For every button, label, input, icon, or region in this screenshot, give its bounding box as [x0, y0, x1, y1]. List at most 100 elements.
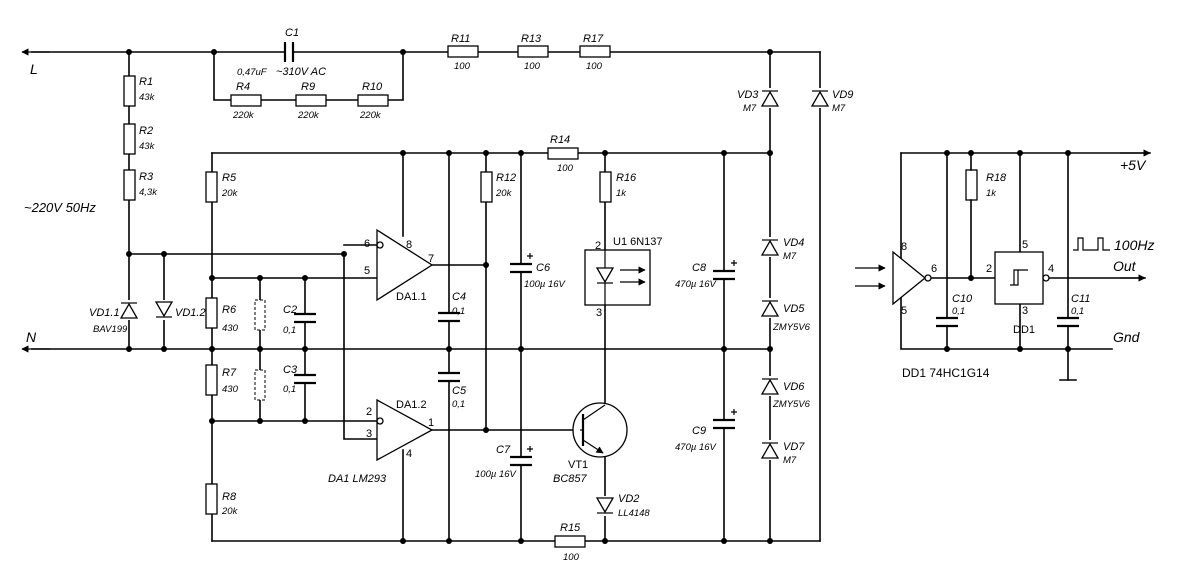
- c8-value: 470µ 16V: [675, 279, 718, 290]
- vd2-name: VD2: [618, 493, 639, 505]
- c5-name: C5: [452, 385, 467, 397]
- transistor-vt1: [572, 402, 628, 458]
- c9-value: 470µ 16V: [675, 442, 718, 453]
- r10-name: R10: [362, 81, 383, 93]
- c11-value: 0,1: [1071, 306, 1084, 317]
- r8-name: R8: [222, 491, 237, 503]
- da1-1-name: DA1.1: [396, 291, 427, 303]
- vd1-1-value: BAV199: [93, 324, 128, 335]
- vd6-value: ZMY5V6: [772, 399, 811, 410]
- r6-name: R6: [222, 304, 237, 316]
- da1-2-pin-c: 1: [428, 417, 434, 429]
- c4-value: 0,1: [452, 306, 465, 317]
- c7-name: C7: [496, 444, 511, 456]
- capacitors: [283, 40, 737, 467]
- c6-name: C6: [536, 262, 551, 274]
- da1-1-pin-b: 5: [364, 265, 370, 277]
- out-label: Out: [1113, 258, 1137, 274]
- r9-value: 220k: [297, 110, 320, 121]
- r14-value: 100: [557, 163, 574, 174]
- r10-value: 220k: [359, 110, 382, 121]
- dd1-pin-a: 2: [986, 263, 992, 275]
- dd1-pin-c: 5: [1022, 239, 1028, 251]
- vd3-name: VD3: [737, 89, 759, 101]
- terminal-arrows: [21, 48, 50, 353]
- c7-value: 100µ 16V: [475, 469, 518, 480]
- c8-name: C8: [692, 262, 707, 274]
- vd9-name: VD9: [832, 89, 853, 101]
- r8-value: 20k: [221, 506, 239, 517]
- r11-name: R11: [451, 33, 470, 45]
- vd1-2-name: VD1.2: [175, 307, 206, 319]
- neutral-label: N: [26, 329, 37, 345]
- r2-value: 43k: [139, 141, 156, 152]
- vd4-value: M7: [783, 251, 797, 262]
- vd7-value: M7: [783, 455, 797, 466]
- c5-value: 0,1: [452, 399, 465, 410]
- c10-name: C10: [952, 293, 973, 305]
- da1-2-pin-a: 2: [366, 406, 372, 418]
- vd5-name: VD5: [783, 303, 805, 315]
- vd1-1-name: VD1.1: [89, 307, 120, 319]
- r16-name: R16: [616, 172, 637, 184]
- resistors: [123, 45, 978, 548]
- r15-value: 100: [563, 552, 580, 563]
- r11-value: 100: [454, 61, 471, 72]
- r5-name: R5: [222, 172, 237, 184]
- c11-name: C11: [1071, 293, 1090, 305]
- vt1-name: VT1: [568, 459, 588, 471]
- freq-label: 100Hz: [1114, 237, 1154, 253]
- c1-name: C1: [285, 27, 299, 39]
- r16-value: 1k: [616, 188, 627, 199]
- vd4-name: VD4: [783, 237, 804, 249]
- rx-pin-b: 6: [931, 263, 937, 275]
- r18-value: 1k: [986, 188, 997, 199]
- da1-1-pin-a: 6: [364, 238, 370, 250]
- r12-value: 20k: [495, 188, 513, 199]
- labels: L N ~220V 50Hz C1 0,47uF ~310V AC R1 43k…: [24, 27, 1154, 563]
- r13-name: R13: [521, 33, 542, 45]
- u1-name: U1 6N137: [613, 236, 663, 248]
- r4-name: R4: [236, 81, 250, 93]
- c3-value: 0,1: [283, 384, 296, 395]
- u1-pin-b: 3: [596, 307, 602, 319]
- r17-value: 100: [586, 61, 603, 72]
- r13-value: 100: [524, 61, 541, 72]
- comparators: [376, 228, 434, 462]
- optocoupler: [584, 249, 651, 306]
- diodes: [119, 88, 830, 516]
- da1-2-name: DA1.2: [396, 399, 427, 411]
- r2-name: R2: [139, 125, 153, 137]
- r6-value: 430: [222, 323, 239, 334]
- vd5-value: ZMY5V6: [772, 322, 811, 333]
- r15-name: R15: [560, 522, 581, 534]
- r12-name: R12: [496, 172, 516, 184]
- vd6-name: VD6: [783, 381, 805, 393]
- r7-value: 430: [222, 384, 239, 395]
- c2-value: 0,1: [283, 325, 296, 336]
- vd7-name: VD7: [783, 441, 805, 453]
- output-stage: [855, 149, 1151, 381]
- u1-pin-a: 2: [595, 240, 601, 252]
- r5-value: 20k: [221, 188, 239, 199]
- dd1-pin-d: 3: [1022, 305, 1028, 317]
- c1-value: 0,47uF: [237, 67, 268, 78]
- c4-name: C4: [452, 291, 466, 303]
- da1-2-pin-b: 3: [366, 428, 372, 440]
- vd9-value: M7: [832, 103, 846, 114]
- mains-label: ~220V 50Hz: [24, 200, 96, 215]
- da1-label: DA1 LM293: [328, 473, 387, 485]
- dd1-label: DD1 74HC1G14: [902, 366, 990, 380]
- r4-value: 220k: [232, 110, 255, 121]
- rx-pin-a: 8: [901, 241, 907, 253]
- r18-name: R18: [986, 172, 1007, 184]
- c1-voltage: ~310V AC: [276, 66, 326, 78]
- vt1-value: BC857: [553, 473, 588, 485]
- da1-1-pin-c: 8: [406, 239, 412, 251]
- r3-value: 4,3k: [139, 187, 158, 198]
- gnd-label: Gnd: [1113, 329, 1141, 345]
- da1-2-pin-d: 4: [406, 448, 412, 460]
- junctions: [126, 49, 1071, 544]
- c2-name: C2: [283, 304, 297, 316]
